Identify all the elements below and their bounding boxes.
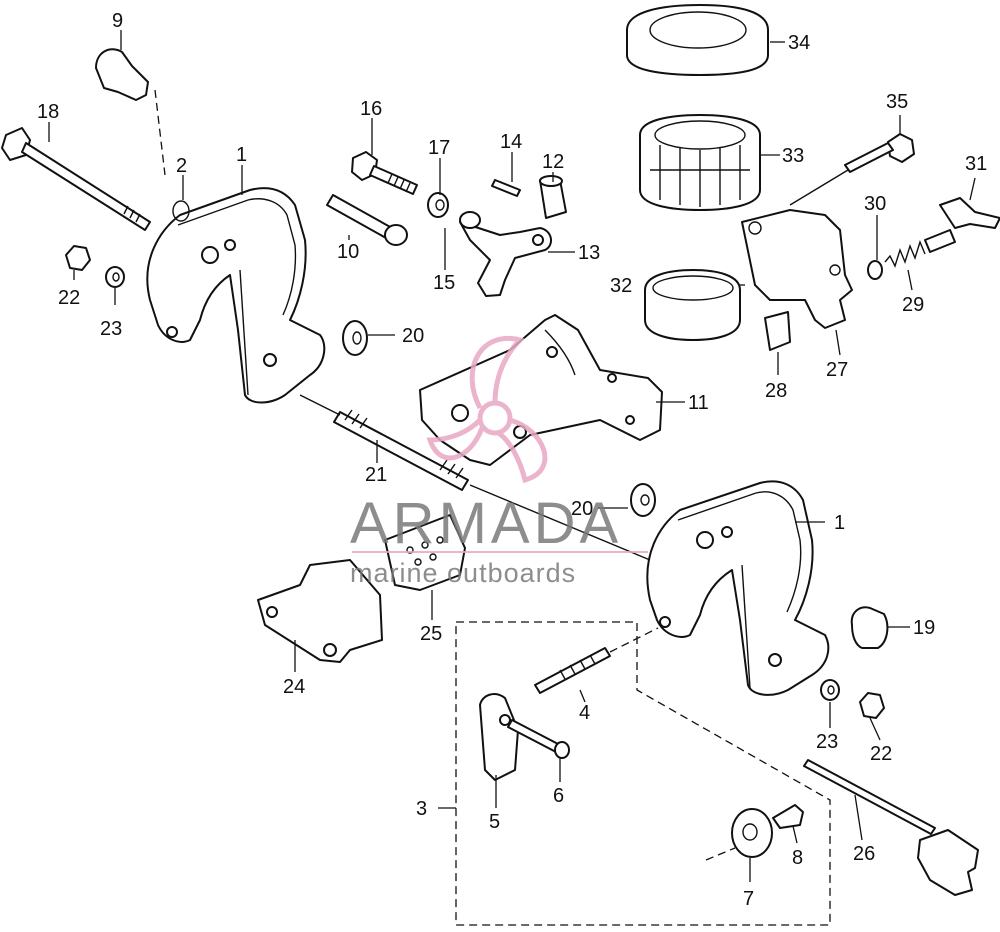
callout-15: 15 xyxy=(433,272,455,294)
tilt-rod-21 xyxy=(299,394,651,561)
washer-30 xyxy=(867,260,883,280)
callout-21: 21 xyxy=(365,464,387,486)
part-27 xyxy=(741,209,853,329)
callout-13: 13 xyxy=(578,242,600,264)
callout-10: 10 xyxy=(337,241,359,263)
callout-16: 16 xyxy=(360,98,382,120)
washer-23-right xyxy=(820,679,840,701)
group-box-3 xyxy=(455,621,831,926)
screw-31 xyxy=(924,197,1000,253)
callout-30: 30 xyxy=(864,193,886,215)
callout-1-bottom: 1 xyxy=(834,512,845,534)
callout-17: 17 xyxy=(428,137,450,159)
callout-11: 11 xyxy=(688,392,709,414)
callout-8: 8 xyxy=(792,847,803,869)
nut-22-right xyxy=(859,692,885,719)
callout-6: 6 xyxy=(553,785,564,807)
callout-9: 9 xyxy=(112,10,123,32)
callout-22-left: 22 xyxy=(58,287,80,309)
pin-6 xyxy=(507,719,570,759)
part-32 xyxy=(644,269,741,341)
bolt-16 xyxy=(351,151,418,195)
callout-5: 5 xyxy=(489,811,500,833)
washer-23-left xyxy=(105,266,125,288)
callout-12: 12 xyxy=(542,151,564,173)
pin-10 xyxy=(326,194,408,246)
bolt-35 xyxy=(789,133,915,206)
part-33 xyxy=(639,114,761,211)
armada-watermark: ARMADA marine outboards xyxy=(350,336,648,588)
part-28 xyxy=(764,311,791,351)
callout-20-top: 20 xyxy=(402,325,424,347)
callout-23-right: 23 xyxy=(816,731,838,753)
callout-1-top: 1 xyxy=(236,144,247,166)
callout-7: 7 xyxy=(743,888,754,910)
watermark-brand: ARMADA xyxy=(350,491,622,556)
trim-rod-4 xyxy=(534,627,659,694)
callout-26: 26 xyxy=(853,843,875,865)
callout-labels: 9 2 1 18 16 17 14 12 13 15 10 11 20 23 2… xyxy=(37,10,987,910)
long-bolt-18 xyxy=(1,127,151,231)
washer-17 xyxy=(427,192,449,218)
o-ring-2 xyxy=(172,200,190,222)
callout-20-bottom: 20 xyxy=(571,498,593,520)
spring-29 xyxy=(884,239,926,268)
washer-20-top xyxy=(342,320,368,356)
pin-14 xyxy=(491,179,521,197)
propeller-logo xyxy=(426,336,548,484)
pin-12 xyxy=(539,175,567,219)
callout-14: 14 xyxy=(500,131,522,153)
cap-9 xyxy=(95,48,166,176)
callout-27: 27 xyxy=(826,359,848,381)
bolt-8 xyxy=(772,804,804,829)
callout-33: 33 xyxy=(782,145,804,167)
callout-25: 25 xyxy=(420,623,442,645)
callout-19: 19 xyxy=(913,617,935,639)
callout-29: 29 xyxy=(902,294,924,316)
watermark-tagline: marine outboards xyxy=(350,558,576,588)
callout-35: 35 xyxy=(886,91,908,113)
part-5 xyxy=(479,693,519,781)
callout-18: 18 xyxy=(37,101,59,123)
nut-22-left xyxy=(65,245,91,271)
washer-20-bottom xyxy=(630,483,656,517)
clamp-bracket-left xyxy=(146,187,326,404)
part-34 xyxy=(626,4,769,76)
part-7 xyxy=(731,808,773,858)
callout-31: 31 xyxy=(965,153,987,175)
callout-2: 2 xyxy=(176,155,187,177)
callout-23-left: 23 xyxy=(100,318,122,340)
rod-26 xyxy=(803,759,979,896)
callout-3: 3 xyxy=(416,798,427,820)
callout-32: 32 xyxy=(610,275,632,297)
callout-22-right: 22 xyxy=(870,743,892,765)
callout-34: 34 xyxy=(788,32,810,54)
part-24 xyxy=(257,559,383,663)
clamp-bracket-right xyxy=(646,480,830,696)
cap-nut-19 xyxy=(850,606,889,649)
leader-lines xyxy=(48,30,976,882)
lever-13 xyxy=(459,211,552,297)
callout-4: 4 xyxy=(579,702,590,724)
callout-28: 28 xyxy=(765,380,787,402)
callout-24: 24 xyxy=(283,676,305,698)
